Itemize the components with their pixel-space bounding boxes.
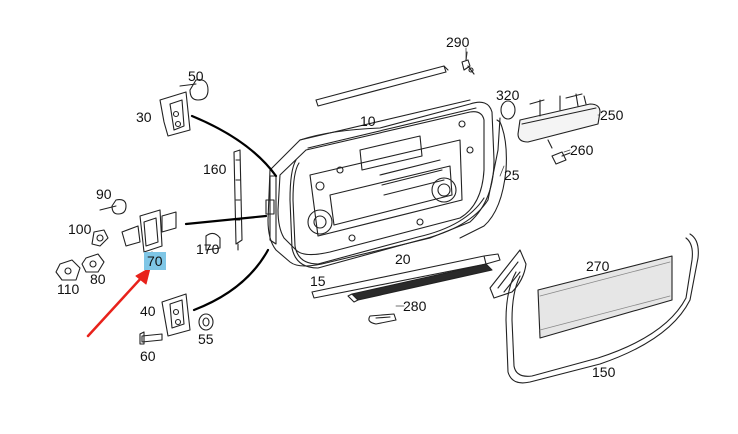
- door-shell-part: [265, 99, 495, 267]
- clip-290: [461, 51, 475, 75]
- label-100: 100: [68, 221, 92, 237]
- bolt-90: [99, 199, 127, 215]
- nut-110: [55, 259, 81, 281]
- leader-lines: [395, 47, 601, 307]
- label-70-highlight: 70: [144, 252, 166, 270]
- hinge-40: [161, 293, 191, 337]
- panel-270: [537, 255, 673, 339]
- ring-320: [500, 100, 516, 120]
- frame-seal-corner: [489, 249, 527, 299]
- trim-strip-part: [347, 263, 493, 303]
- seal-strip-part: [459, 119, 507, 239]
- frame-seal-150: [505, 233, 699, 384]
- label-170: 170: [196, 241, 220, 257]
- label-320: 320: [496, 87, 520, 103]
- label-280: 280: [403, 298, 427, 314]
- label-110: 110: [57, 281, 80, 297]
- door-seal-part: [289, 117, 501, 269]
- cable-160: [233, 149, 243, 251]
- label-25: 25: [504, 167, 520, 183]
- label-80: 80: [90, 271, 106, 287]
- label-70: 70: [144, 252, 166, 270]
- label-250: 250: [600, 107, 624, 123]
- nut-55: [198, 313, 214, 331]
- label-20: 20: [395, 251, 411, 267]
- bolt-50: [179, 79, 209, 101]
- label-10: 10: [360, 113, 376, 129]
- clip-100: [121, 225, 141, 247]
- label-30: 30: [136, 109, 152, 125]
- check-strap-70: [139, 209, 177, 259]
- sill-strip-part: [311, 253, 501, 299]
- label-15: 15: [310, 273, 326, 289]
- label-290: 290: [446, 34, 470, 50]
- nut-80: [81, 253, 105, 273]
- clip-280: [368, 313, 397, 325]
- label-40: 40: [140, 303, 156, 319]
- label-260: 260: [570, 142, 594, 158]
- window-strip-part: [315, 65, 449, 107]
- label-60: 60: [140, 348, 156, 364]
- label-90: 90: [96, 186, 112, 202]
- door-handle-part: [517, 93, 601, 149]
- pointer-arrow: [86, 267, 151, 338]
- label-270: 270: [586, 258, 610, 274]
- bushing-170: [205, 232, 221, 251]
- nut-100: [91, 229, 109, 247]
- bolt-260: [551, 151, 571, 165]
- label-50: 50: [188, 68, 204, 84]
- label-150: 150: [592, 364, 616, 380]
- label-55: 55: [198, 331, 214, 347]
- callout-curves: [184, 114, 278, 312]
- label-160: 160: [203, 161, 227, 177]
- bolt-60: [139, 331, 163, 345]
- hinge-30: [159, 91, 191, 137]
